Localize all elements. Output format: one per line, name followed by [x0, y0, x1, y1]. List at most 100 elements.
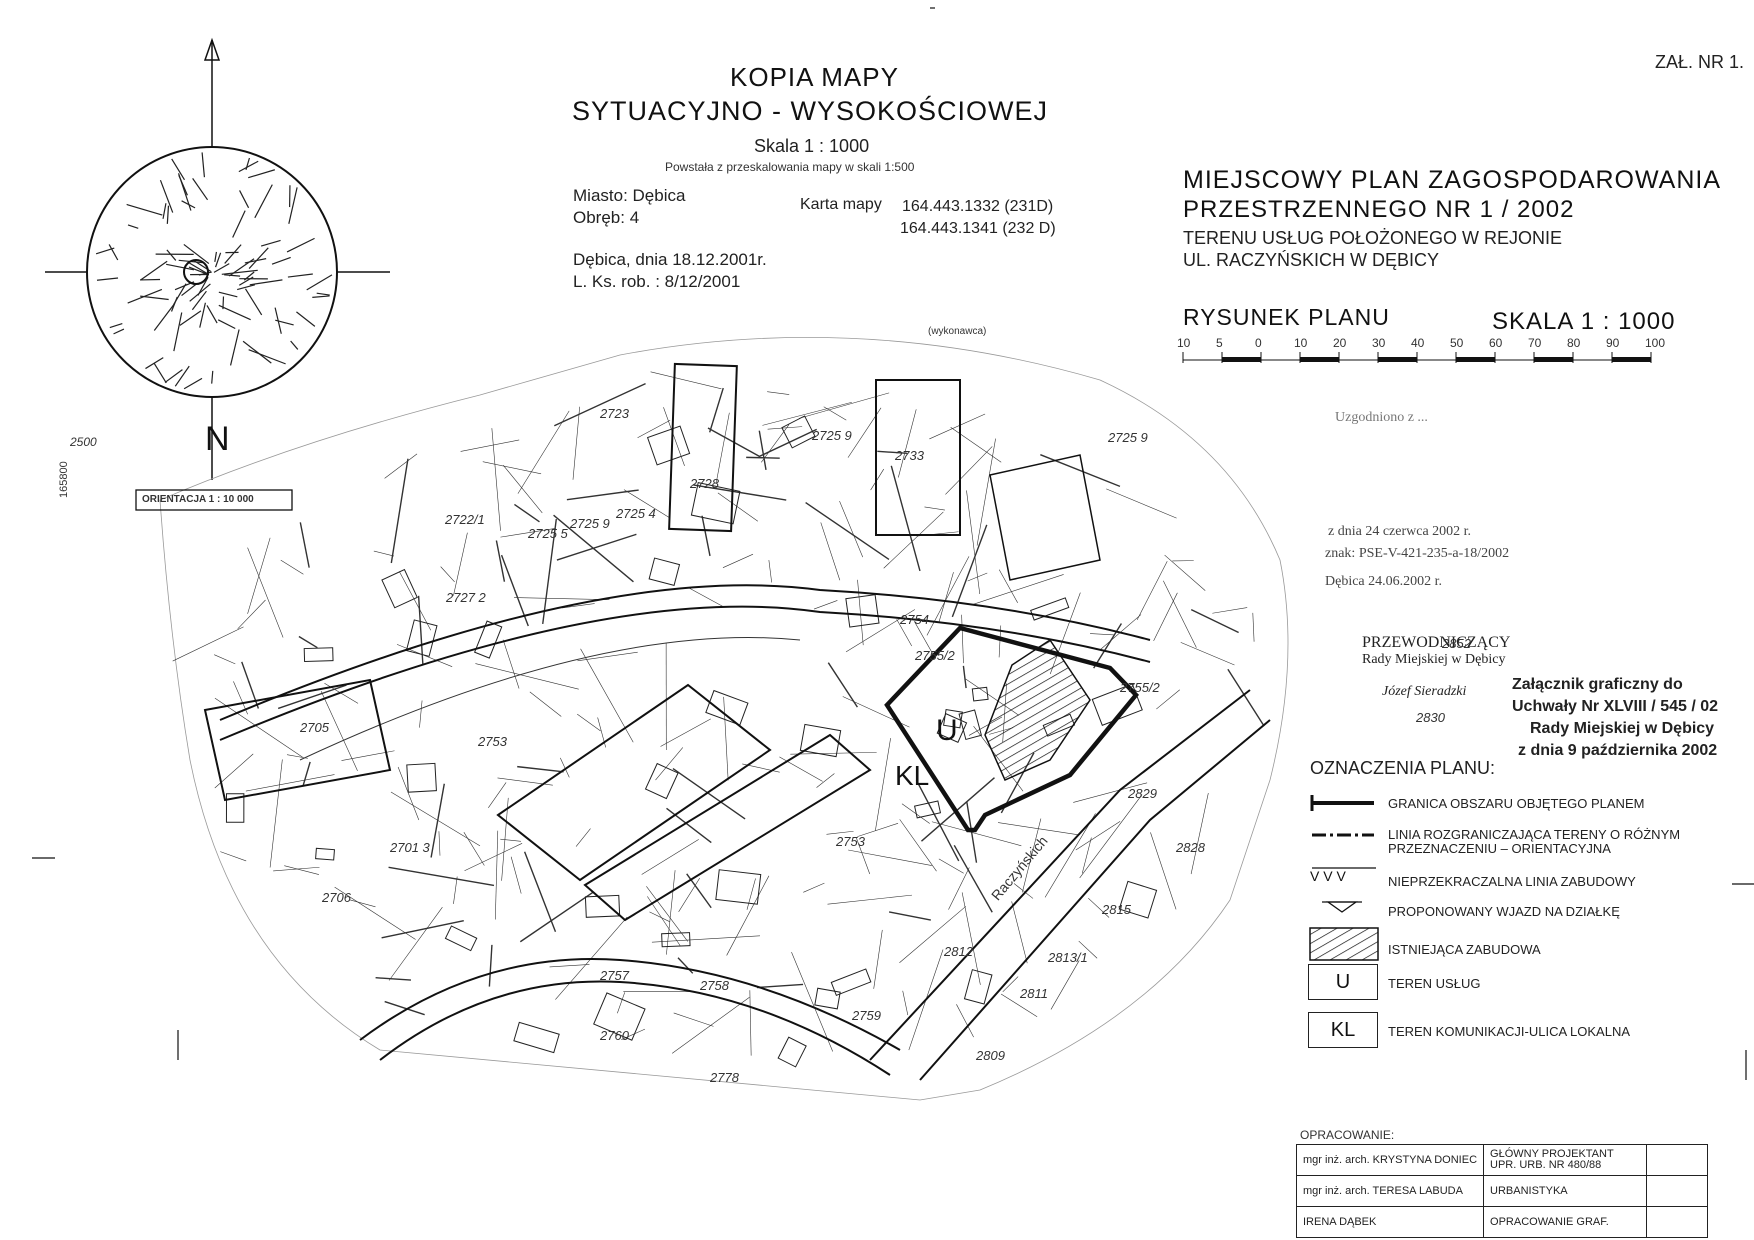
scale-tick-label: 10 [1177, 336, 1191, 350]
credits-role: GŁÓWNY PROJEKTANT UPR. URB. NR 480/88 [1483, 1144, 1648, 1176]
precinct: Obręb: 4 [573, 208, 640, 227]
plot-number: 2760 [600, 1028, 629, 1043]
plot-number: 2753 [478, 734, 507, 749]
plot-number: 2852 [1442, 636, 1471, 651]
plot-number: 2725 4 [616, 506, 656, 521]
copy-title-line2: SYTUACYJNO - WYSOKOŚCIOWEJ [572, 96, 1049, 126]
credits-heading: OPRACOWANIE: [1300, 1128, 1395, 1142]
plot-number: 2828 [1176, 840, 1205, 855]
svg-text:N: N [205, 420, 230, 458]
side-coordinate: 2500 [70, 435, 97, 449]
signature-cell [1646, 1175, 1709, 1207]
legend-symbols: V V V [1309, 795, 1379, 961]
legend-title: OZNACZENIA PLANU: [1310, 758, 1496, 778]
plot-number: 2755/2 [915, 648, 955, 663]
plot-number: 2755/2 [1120, 680, 1160, 695]
plan-boundary [884, 625, 1140, 833]
plot-number: 2725 9 [1108, 430, 1148, 445]
plot-number: 2758 [700, 978, 729, 993]
legend-KL-label: TEREN KOMUNIKACJI-ULICA LOKALNA [1388, 1024, 1630, 1039]
approval-line4: Dębica 24.06.2002 r. [1325, 574, 1443, 589]
resolution-line1: Załącznik graficzny do [1512, 676, 1683, 693]
copy-title-line1: KOPIA MAPY [730, 62, 899, 92]
plot-number: 2701 3 [390, 840, 430, 855]
plot-number: 2830 [1416, 710, 1445, 725]
scale-bar [1182, 352, 1652, 363]
chairman-title: PRZEWODNICZĄCY [1362, 634, 1511, 651]
credits-row: mgr inż. arch. KRYSTYNA DONIEC GŁÓWNY PR… [1295, 1144, 1709, 1176]
signature-cell [1646, 1206, 1709, 1238]
plot-number: 2815 [1102, 902, 1131, 917]
plot-number: 2725 5 [528, 526, 568, 541]
orientation-label: ORIENTACJA 1 : 10 000 [142, 494, 254, 505]
legend-KL-box: KL [1308, 1012, 1378, 1048]
chairman-name: Józef Sieradzki [1382, 684, 1467, 699]
legend-boundary-label: GRANICA OBSZARU OBJĘTEGO PLANEM [1388, 796, 1645, 811]
plot-number: 2757 [600, 968, 629, 983]
legend-dashdot-label: LINIA ROZGRANICZAJĄCA TERENY O RÓŻNYM PR… [1388, 827, 1681, 856]
credits-row: mgr inż. arch. TERESA LABUDA URBANISTYKA [1295, 1175, 1709, 1207]
plot-number: 2813/1 [1048, 950, 1088, 965]
plot-number: 2733 [895, 448, 924, 463]
plan-title-line2: PRZESTRZENNEGO NR 1 / 2002 [1183, 196, 1575, 223]
credits-table: mgr inż. arch. KRYSTYNA DONIEC GŁÓWNY PR… [1295, 1144, 1709, 1238]
svg-text:V V V: V V V [1310, 868, 1346, 884]
plot-number: 2705 [300, 720, 329, 735]
credits-role: URBANISTYKA [1483, 1175, 1648, 1207]
legend-buildline-label: NIEPRZEKRACZALNA LINIA ZABUDOWY [1388, 874, 1636, 889]
legend-U-label: TEREN USŁUG [1388, 976, 1481, 991]
annex-label: ZAŁ. NR 1. [1655, 52, 1745, 72]
chairman-body: Rady Miejskiej w Dębicy [1362, 652, 1506, 667]
drawing-label: RYSUNEK PLANU [1183, 304, 1390, 330]
plot-number: 2778 [710, 1070, 739, 1085]
plot-number: 2727 2 [446, 590, 486, 605]
plot-number: 2811 [1020, 986, 1048, 1001]
plot-number: 2829 [1128, 786, 1157, 801]
resolution-line3: Rady Miejskiej w Dębicy [1530, 720, 1715, 737]
side-number: 165800 [58, 461, 70, 498]
register-number: L. Ks. rob. : 8/12/2001 [573, 272, 741, 291]
plot-number: 2812 [944, 944, 973, 959]
resolution-line4: z dnia 9 października 2002 [1518, 742, 1718, 759]
top-note: (wykonawca) [928, 326, 987, 337]
sheet-number-2: 164.443.1341 (232 D) [900, 220, 1056, 237]
scale-tick-label: 50 [1450, 336, 1464, 350]
plot-number: 2706 [322, 890, 351, 905]
zone-U-label: U [936, 714, 958, 747]
plot-number: 2723 [600, 406, 629, 421]
plot-number: 2722/1 [445, 512, 485, 527]
map-outline [159, 336, 1289, 1101]
sheet-label: Karta mapy [800, 196, 882, 213]
scale-tick-label: 90 [1606, 336, 1620, 350]
scale-tick-label: 70 [1528, 336, 1542, 350]
legend-existing-label: ISTNIEJĄCA ZABUDOWA [1388, 942, 1541, 957]
copy-scale: Skala 1 : 1000 [754, 136, 870, 156]
credits-person: IRENA DĄBEK [1295, 1206, 1485, 1238]
plot-number: 2728 [690, 476, 719, 491]
orientation-inset: N [45, 37, 390, 480]
map-date: Dębica, dnia 18.12.2001r. [573, 250, 767, 269]
plot-number: 2725 9 [570, 516, 610, 531]
plot-number: 2725 9 [812, 428, 852, 443]
north-arrow-icon [203, 37, 221, 61]
credits-person: mgr inż. arch. KRYSTYNA DONIEC [1295, 1144, 1485, 1176]
copy-note: Powstała z przeskalowania mapy w skali 1… [665, 160, 915, 174]
scale-tick-label: 80 [1567, 336, 1581, 350]
plot-number: 2754 [900, 612, 929, 627]
approval-line2: z dnia 24 czerwca 2002 r. [1328, 524, 1472, 539]
scale-tick-label: 0 [1255, 336, 1262, 350]
plan-title-line4: UL. RACZYŃSKICH W DĘBICY [1183, 250, 1440, 270]
scale-tick-label: 60 [1489, 336, 1503, 350]
credits-role: OPRACOWANIE GRAF. [1483, 1206, 1648, 1238]
signature-cell [1646, 1144, 1709, 1176]
legend-entrance-label: PROPONOWANY WJAZD NA DZIAŁKĘ [1388, 904, 1620, 919]
plot-number: 2753 [836, 834, 865, 849]
scale-tick-label: 100 [1645, 336, 1666, 350]
zone-KL-label: KL [895, 760, 930, 791]
plan-title-line1: MIEJSCOWY PLAN ZAGOSPODAROWANIA [1183, 166, 1722, 194]
approval-line3: znak: PSE-V-421-235-a-18/2002 [1325, 546, 1510, 561]
plot-number: 2759 [852, 1008, 881, 1023]
approval-line1: Uzgodniono z ... [1335, 410, 1428, 425]
scale-tick-label: 40 [1411, 336, 1425, 350]
